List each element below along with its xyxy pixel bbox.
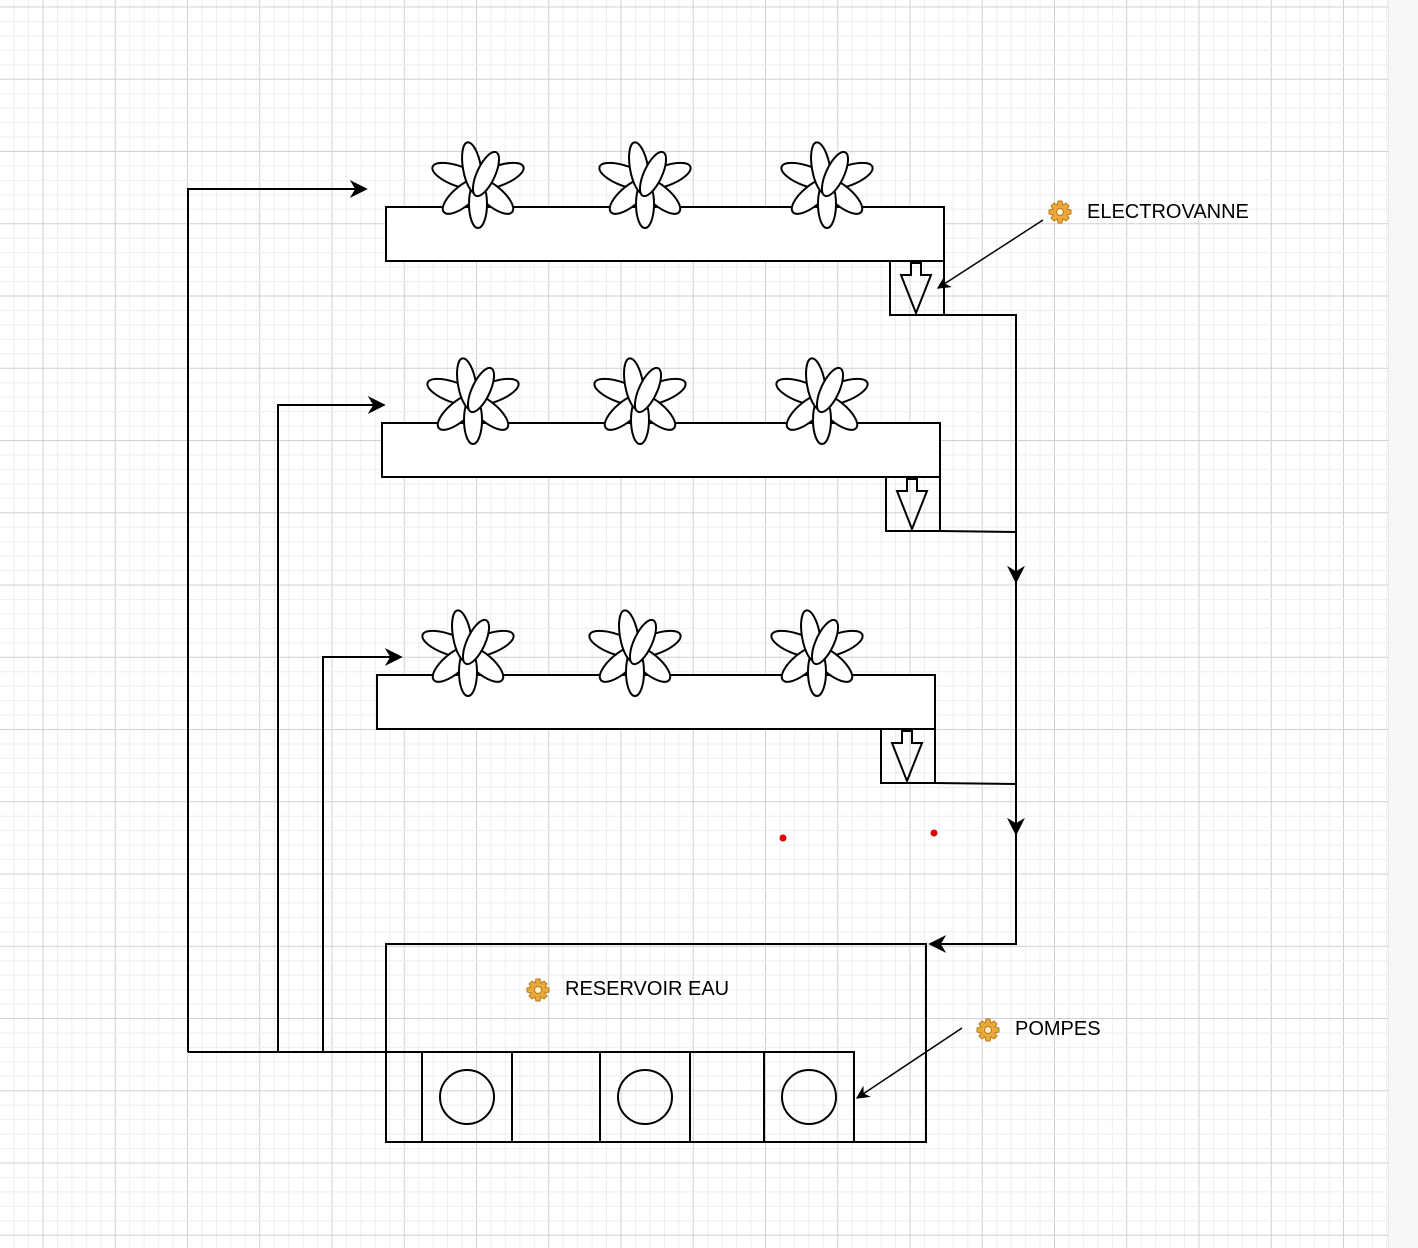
red-dot	[779, 834, 787, 842]
valve-arrow-1	[899, 262, 933, 316]
supply-line-1	[187, 180, 368, 1052]
red-dot	[930, 829, 938, 837]
valve-3	[880, 728, 936, 784]
gear-icon	[976, 1018, 1000, 1042]
valve-2	[885, 476, 941, 532]
drain-2	[939, 530, 1017, 533]
drain-3	[934, 782, 1017, 785]
electrovanne-label: ELECTROVANNE	[1087, 201, 1249, 223]
supply-line-2	[277, 396, 386, 1052]
valve-1	[889, 260, 945, 316]
drain-line	[928, 314, 1017, 953]
pump-3	[763, 1051, 855, 1143]
gear-icon	[1048, 200, 1072, 224]
reservoir-label: RESERVOIR EAU	[565, 978, 730, 1000]
gear-icon	[526, 978, 550, 1002]
pump-2	[599, 1051, 691, 1143]
supply-line-3	[322, 648, 403, 1052]
valve-arrow-3	[890, 730, 924, 784]
valve-arrow-2	[895, 478, 929, 532]
pompes-label: POMPES	[1015, 1018, 1101, 1040]
reservoir	[385, 943, 927, 1143]
pump-1	[421, 1051, 513, 1143]
right-scroll-area	[1388, 0, 1418, 1248]
